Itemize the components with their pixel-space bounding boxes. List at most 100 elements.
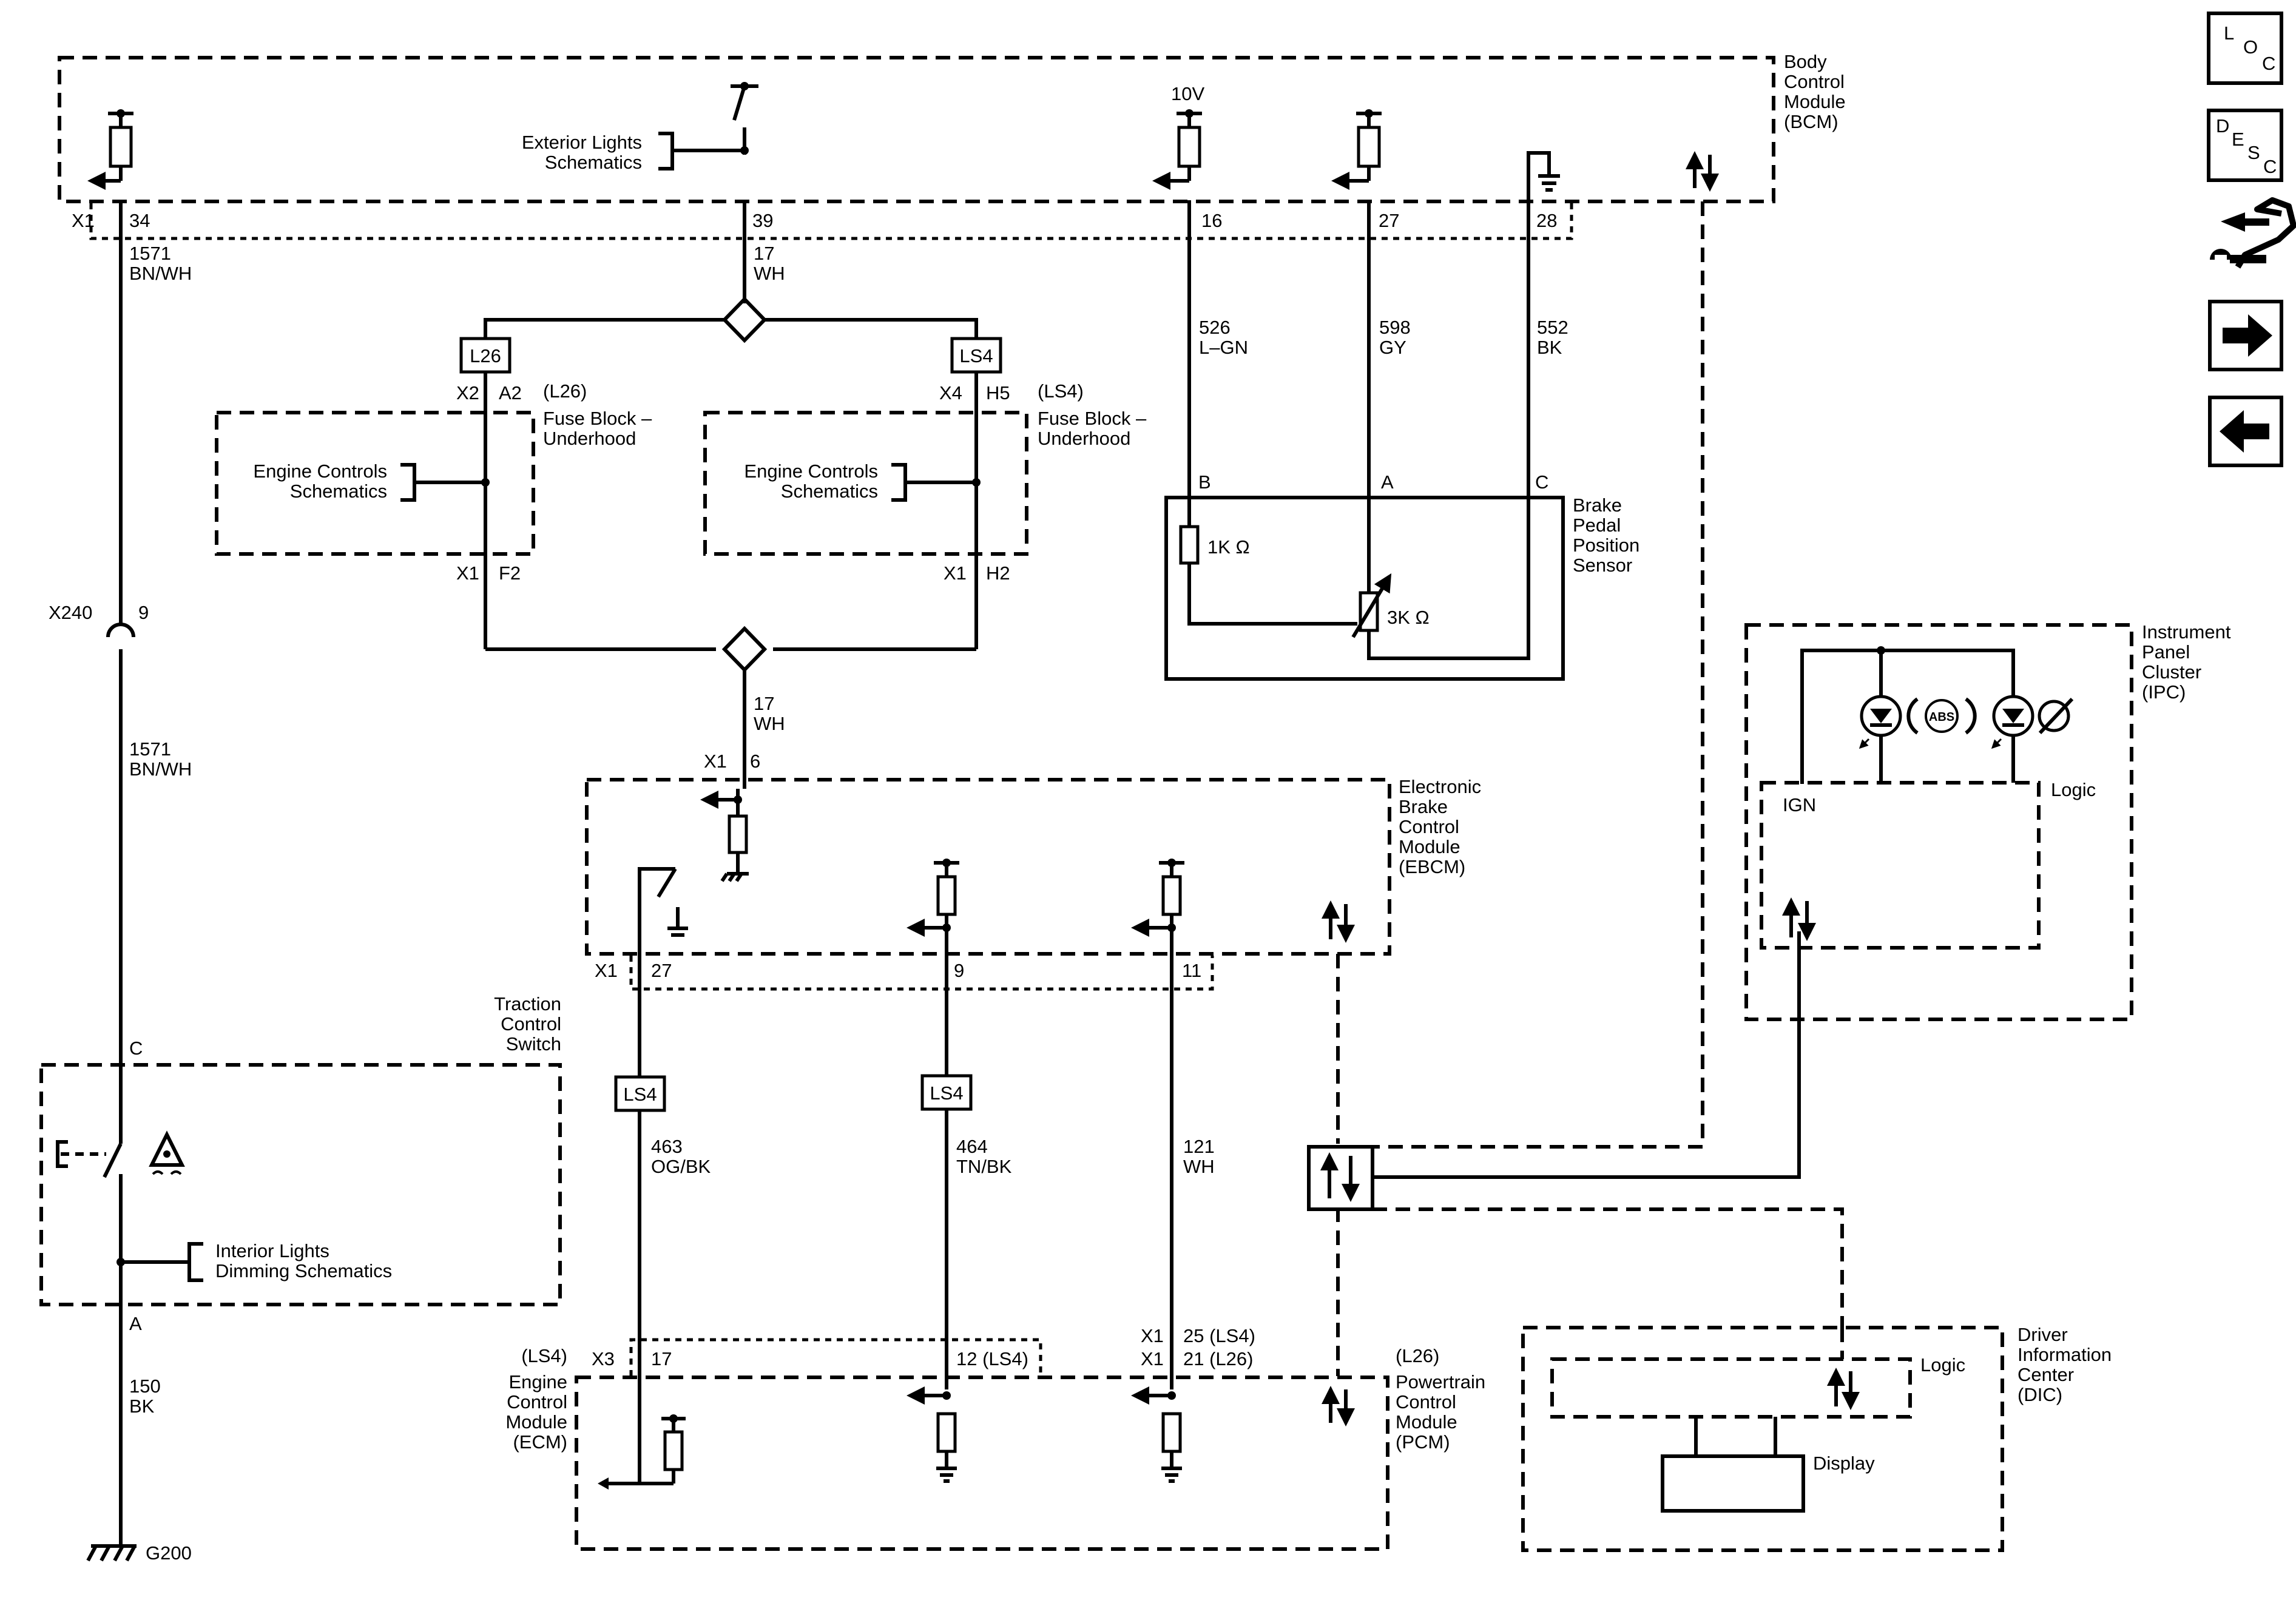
ecm-pin21-input-icon [1131, 1386, 1182, 1483]
circuit-150-ground: 150 BK G200 [86, 1305, 192, 1564]
ebcm-title-2: Brake [1399, 796, 1448, 817]
ecm-title-4: Module [505, 1411, 567, 1433]
tcs-switch-icon [56, 1065, 123, 1308]
loc-letter-c: C [2262, 53, 2275, 74]
bpps-circuits: 526 L–GN 598 GY 552 BK [1187, 200, 1568, 498]
location-button[interactable]: L O C [2207, 12, 2283, 85]
dic-display [1661, 1454, 1805, 1513]
g200-ground-icon [86, 1544, 137, 1562]
engine-ref-l26-2: Schematics [290, 481, 387, 502]
ecm-title-3: Control [507, 1391, 567, 1413]
engine-controls-ref-ls4[interactable]: Engine Controls Schematics [744, 461, 907, 502]
ecm-pin17-input-icon [598, 1332, 686, 1490]
bcm-title-4: (BCM) [1784, 111, 1838, 132]
interior-ref-1: Interior Lights [215, 1240, 329, 1261]
ebcm-title-3: Control [1399, 816, 1459, 837]
bcm-module: Body Control Module (BCM) X1 34 39 16 27… [58, 51, 1846, 240]
dic-title-2: Information [2017, 1344, 2112, 1365]
w464-num: 464 [956, 1136, 988, 1157]
ecm-pin-17: 17 [651, 1348, 672, 1369]
w17a-num: 17 [754, 243, 774, 264]
bcm-serial-data-icon [1686, 151, 1719, 192]
diagnostic-wrench-icon [2210, 197, 2296, 269]
ecm-pin-21: 21 (L26) [1183, 1348, 1253, 1369]
bcm-pin39-switch-icon [672, 82, 758, 155]
fuse-l26-title-3: Underhood [543, 428, 636, 449]
dic-title-4: (DIC) [2017, 1384, 2062, 1405]
fuse-ls4-title-3: Underhood [1038, 428, 1130, 449]
engine-ref-ls4-1: Engine Controls [744, 461, 878, 482]
x240-pin: 9 [138, 602, 149, 623]
fuse-l26-f2: F2 [499, 562, 521, 584]
ls4-tag-464-label: LS4 [930, 1082, 963, 1104]
ipc-title-1: Instrument [2142, 621, 2231, 643]
ebcm-pin-6: 6 [750, 751, 760, 772]
serial-data-bus [1307, 201, 1844, 1376]
ls4-tag-463-label: LS4 [623, 1084, 657, 1105]
fuse-block-ls4: X4 H5 X1 H2 (LS4) Fuse Block – Underhood… [703, 380, 1147, 584]
description-button[interactable]: D E S C [2207, 109, 2283, 182]
brake-pedal-position-sensor: B A C Brake Pedal Position Sensor 1K Ω 3… [1164, 471, 1639, 681]
next-page-button[interactable] [2208, 300, 2283, 371]
ecm-pin12-input-icon [907, 1386, 957, 1483]
abs-indicator-icon: ABS [1906, 697, 1977, 735]
w121-color: WH [1183, 1156, 1215, 1177]
bpps-pin-c: C [1535, 471, 1548, 493]
desc-letter-d: D [2216, 115, 2229, 137]
interior-lights-ref[interactable]: Interior Lights Dimming Schematics [187, 1240, 392, 1282]
ecm-pin-12: 12 (LS4) [956, 1348, 1028, 1369]
warning-lamp-led-2-icon [1991, 695, 2034, 749]
fuse-ls4-h2: H2 [986, 562, 1010, 584]
exterior-lights-ref-2: Schematics [545, 152, 642, 173]
ecm-title-1: (LS4) [521, 1345, 567, 1366]
w526-color: L–GN [1199, 337, 1248, 358]
ipc-title-4: (IPC) [2142, 681, 2186, 703]
g200-label: G200 [146, 1542, 192, 1564]
option-tag-ls4-label: LS4 [959, 345, 993, 366]
ipc-logic-label: Logic [2051, 779, 2096, 800]
ebcm-pin-27: 27 [651, 960, 672, 981]
r1k-label: 1K Ω [1207, 536, 1250, 558]
ecm-title-2: Engine [508, 1371, 567, 1393]
w463-color: OG/BK [651, 1156, 711, 1177]
w17b-num: 17 [754, 693, 774, 714]
ipc-title-3: Cluster [2142, 661, 2201, 683]
ipc-title-2: Panel [2142, 641, 2190, 663]
ecm-pin-25: 25 (LS4) [1183, 1325, 1255, 1346]
bpps-title-4: Sensor [1573, 555, 1632, 576]
ebcm-pin9-resistor-icon [907, 859, 959, 956]
ecm-x1-a: X1 [1141, 1325, 1164, 1346]
previous-page-button[interactable] [2208, 396, 2283, 467]
w464-color: TN/BK [956, 1156, 1012, 1177]
warning-lamp-led-1-icon [1859, 695, 1902, 749]
w598-color: GY [1379, 337, 1406, 358]
w1571a-num: 1571 [129, 243, 171, 264]
engine-controls-ref-l26[interactable]: Engine Controls Schematics [253, 461, 416, 502]
pcm-title-1: (L26) [1396, 1345, 1439, 1366]
engine-ref-l26-1: Engine Controls [253, 461, 387, 482]
fuse-l26-title-1: (L26) [543, 380, 587, 402]
ipc-module: Instrument Panel Cluster (IPC) IGN Logic… [1744, 621, 2231, 1021]
ebcm-pin27-switch-icon [638, 867, 688, 956]
fuse-l26-x2: X2 [456, 382, 479, 403]
ebcm-title-4: Module [1399, 836, 1460, 857]
exterior-lights-ref[interactable]: Exterior Lights Schematics [522, 132, 674, 173]
w150-color: BK [129, 1396, 155, 1417]
dic-title-3: Center [2017, 1364, 2074, 1385]
w552-num: 552 [1537, 317, 1568, 338]
diagnostic-info-button[interactable] [2210, 197, 2296, 269]
dic-logic-label: Logic [1920, 1354, 1965, 1376]
option-tag-l26 [459, 337, 512, 374]
tcs-pin-c: C [129, 1038, 143, 1059]
w463-num: 463 [651, 1136, 683, 1157]
ipc-serial-data-icon [1782, 897, 1816, 941]
fuse-l26-a2: A2 [499, 382, 522, 403]
ebcm-x1-top: X1 [704, 751, 727, 772]
w150-num: 150 [129, 1376, 161, 1397]
ecm-x1-b: X1 [1141, 1348, 1164, 1369]
fuse-block-l26: X2 A2 X1 F2 (L26) Fuse Block – Underhood… [215, 380, 652, 584]
dic-serial-data-icon [1827, 1368, 1860, 1410]
arrow-left-icon [2220, 410, 2269, 453]
bpps-title-1: Brake [1573, 495, 1622, 516]
